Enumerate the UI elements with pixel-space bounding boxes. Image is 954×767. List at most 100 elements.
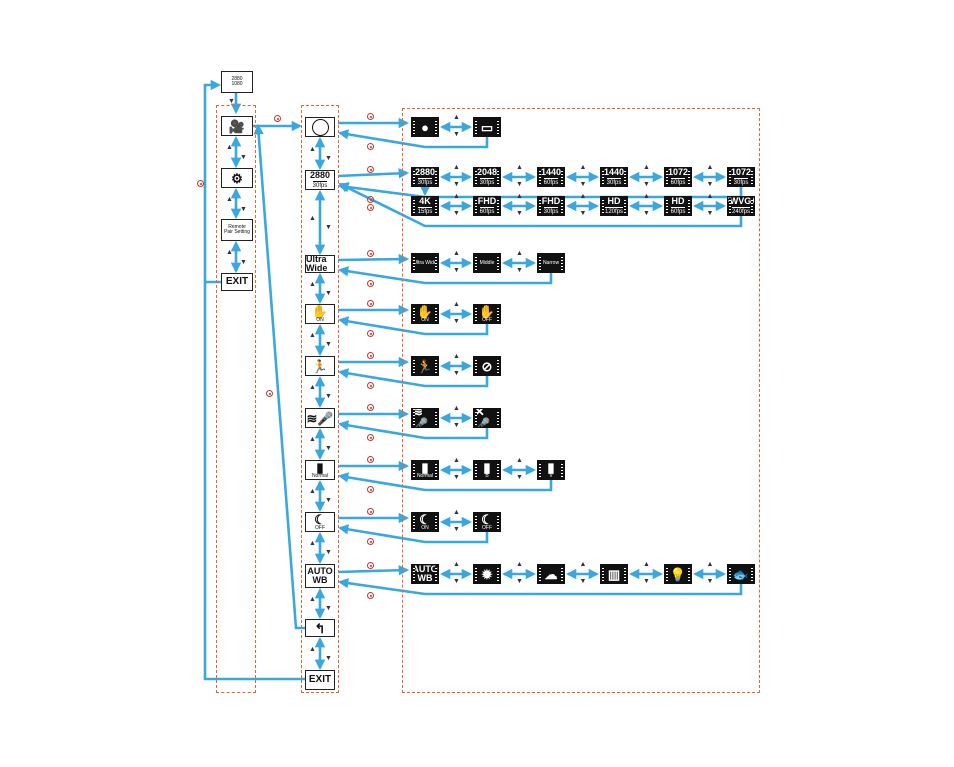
option-icon[interactable]: ▭ [473,117,501,137]
down-button-icon: ▼ [453,474,460,481]
ok-button-icon [367,300,374,307]
up-button-icon: ▲ [453,509,460,516]
down-button-icon: ▼ [325,154,332,162]
label: HD [607,196,621,206]
up-button-icon: ▲ [516,193,523,200]
label: 1440 [603,167,625,177]
sub: 30fps [479,178,495,186]
confirm-return-path [337,368,489,388]
up-button-icon: ▲ [309,280,316,288]
option-icon[interactable]: ▮Normal [411,460,439,480]
option-icon[interactable]: ☾OFF [473,512,501,532]
option-icon[interactable]: ☾ON [411,512,439,532]
down-button-icon: ▼ [240,154,247,161]
ok-button-icon [367,434,374,441]
sub: 60fps [543,178,559,186]
wind-noise-item[interactable]: ≋🎤 [305,408,335,428]
ok-button-icon [367,538,374,545]
option-icon[interactable]: Narrow [537,253,565,273]
ok-button-icon [367,143,374,150]
ok-button-icon [367,204,374,211]
option-icon[interactable]: Ultra Wide [411,253,439,273]
night-mode-item[interactable]: ☾OFF [305,512,335,532]
remote-label-line: 2880 [231,76,243,82]
motion-detection-item[interactable]: 🏃 [305,356,335,376]
up-button-icon: ▲ [453,405,460,412]
option-icon[interactable]: ▮V [537,460,565,480]
option-icon[interactable]: ⊘ [473,356,501,376]
down-button-icon: ▼ [453,318,460,325]
option-icon[interactable]: 💡 [664,564,692,584]
exit-button-left[interactable]: EXIT [221,273,253,291]
symbol: 🏃 [416,358,434,374]
down-button-icon: ▼ [240,259,247,266]
option-icon[interactable]: ▥ [600,564,628,584]
back-item[interactable]: ↰ [305,619,335,637]
option-icon[interactable]: ✹ [473,564,501,584]
small: Middle [479,259,495,266]
option-icon[interactable]: FWVGA240fps [727,196,755,216]
option-icon[interactable]: Middle [473,253,501,273]
settings-gear-icon[interactable]: ⚙ [221,168,253,188]
up-button-icon: ▲ [453,561,460,568]
field-of-view-item[interactable]: Ultra Wide [305,255,335,273]
option-icon[interactable]: ≋🎤 [411,408,439,428]
confirm-return-path [337,316,489,336]
symbol: 🐟 [732,566,750,582]
options-frame [402,108,760,693]
symbol: ≋🎤 [306,410,334,426]
option-icon[interactable]: ● [411,117,439,137]
option-icon[interactable]: 🐟 [727,564,755,584]
confirm-return-path [337,578,743,596]
sub2: WB [417,573,433,583]
up-button-icon: ▲ [309,436,316,443]
video-fov-item[interactable] [305,117,335,137]
exit-button-mid[interactable]: EXIT [305,670,335,690]
down-button-icon: ▼ [228,98,235,105]
sub: Normal [311,473,329,479]
video-mode-icon[interactable]: 🎥 [221,116,253,136]
sub: 30fps [312,181,328,189]
option-icon[interactable]: ✕🎤 [473,408,501,428]
sub: V [549,473,553,479]
down-button-icon: ▼ [325,393,332,400]
symbol: 🎥 [228,118,246,134]
down-button-icon: ▼ [516,578,523,585]
option-icon[interactable]: ✋ON [411,304,439,324]
ok-button-icon [266,390,273,397]
image-stabilization-item[interactable]: ✋ON [305,304,335,324]
option-icon[interactable]: ☁ [537,564,565,584]
color-mode-item[interactable]: ▮Normal [305,460,335,480]
option-icon[interactable]: 🏃 [411,356,439,376]
option-icon[interactable]: ▮B [473,460,501,480]
option-icon[interactable]: ✋OFF [473,304,501,324]
enter-option-arrow [337,565,410,576]
down-button-icon: ▼ [240,205,247,213]
label: 2880 [309,170,331,180]
label: 4K [419,196,431,206]
ok-button-icon [367,352,374,359]
sub: 60fps [670,178,686,186]
confirm-return-path [338,182,743,228]
up-button-icon: ▲ [706,561,714,568]
up-button-icon: ▲ [706,193,714,200]
symbol: ▮ [316,460,324,475]
down-button-icon: ▼ [516,474,523,481]
symbol: ▥ [607,566,621,582]
